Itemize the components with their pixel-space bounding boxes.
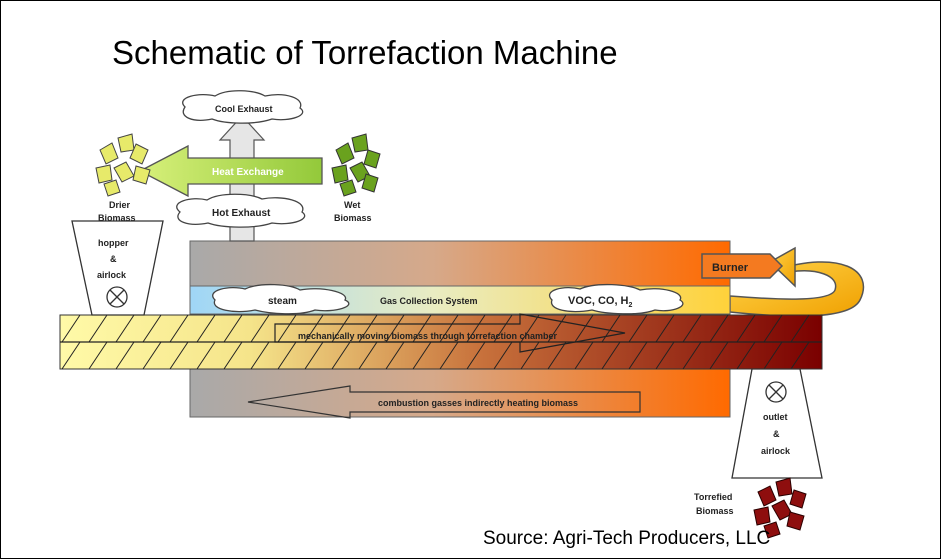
screw-flight-line: [466, 341, 486, 370]
gas-collection-label: Gas Collection System: [380, 296, 478, 306]
screw-flight-line: [628, 341, 648, 370]
combustion-arrow: combustion gasses indirectly heating bio…: [247, 385, 641, 419]
cool-exhaust-cloud: Cool Exhaust: [182, 90, 304, 124]
drier-biomass-label: Biomass: [98, 213, 136, 223]
screw-flight-line: [439, 314, 459, 343]
screw-flight-line: [601, 314, 621, 343]
outlet-label-3: airlock: [761, 446, 791, 456]
hopper-label-1: hopper: [98, 238, 129, 248]
screw-flight-line: [61, 314, 81, 343]
screw-flight-line: [196, 314, 216, 343]
screw-flight-line: [520, 341, 540, 370]
voc-label: VOC, CO, H2: [568, 295, 633, 309]
screw-flight-line: [547, 314, 567, 343]
screw-flight-line: [250, 314, 270, 343]
screw-flight-line: [358, 341, 378, 370]
burner-box: [701, 253, 784, 279]
screw-flight-line: [169, 341, 189, 370]
outlet-label-1: outlet: [763, 412, 788, 422]
torrefied-biomass-label: Biomass: [696, 506, 734, 516]
screw-flight-line: [763, 314, 783, 343]
outlet-label-2: &: [773, 429, 780, 439]
screw-flight-line: [466, 314, 486, 343]
moving-biomass-arrow: mechanically moving biomass through torr…: [274, 313, 626, 353]
wet-label: Wet: [344, 200, 360, 210]
torrefied-label: Torrefied: [694, 492, 732, 502]
moving-biomass-label: mechanically moving biomass through torr…: [298, 331, 558, 341]
screw-flight-line: [439, 341, 459, 370]
screw-flight-line: [331, 314, 351, 343]
steam-label: steam: [268, 296, 297, 307]
wet-biomass-label: Biomass: [334, 213, 372, 223]
cool-exhaust-label: Cool Exhaust: [215, 104, 273, 114]
screw-flight-line: [304, 341, 324, 370]
screw-flight-line: [736, 314, 756, 343]
screw-flight-line: [196, 341, 216, 370]
screw-flight-line: [574, 314, 594, 343]
wet-biomass-icon: [331, 133, 381, 197]
screw-flight-line: [547, 341, 567, 370]
hot-exhaust-cloud: Hot Exhaust: [176, 193, 306, 228]
screw-flight-line: [169, 314, 189, 343]
source-credit: Source: Agri-Tech Producers, LLC: [483, 528, 771, 549]
screw-flight-line: [277, 314, 297, 343]
screw-flight-line: [250, 341, 270, 370]
screw-flight-line: [61, 341, 81, 370]
screw-flight-line: [358, 314, 378, 343]
hopper: hopper & airlock: [71, 220, 164, 316]
screw-flight-line: [223, 314, 243, 343]
screw-flight-line: [574, 341, 594, 370]
drier-biomass-icon: [95, 133, 151, 197]
screw-flight-line: [709, 314, 729, 343]
screw-flight-line: [790, 314, 810, 343]
screw-flight-line: [88, 314, 108, 343]
voc-cloud: VOC, CO, H2: [549, 283, 684, 315]
screw-flight-line: [277, 341, 297, 370]
screw-flight-line: [601, 341, 621, 370]
screw-flight-line: [304, 314, 324, 343]
heat-exchange-label: Heat Exchange: [212, 167, 284, 178]
screw-flight-line: [736, 341, 756, 370]
screw-flight-line: [682, 341, 702, 370]
hopper-label-3: airlock: [97, 270, 127, 280]
screw-flight-line: [223, 341, 243, 370]
screw-flight-line: [763, 341, 783, 370]
screw-flight-line: [655, 341, 675, 370]
screw-flight-line: [385, 314, 405, 343]
screw-flight-line: [520, 314, 540, 343]
screw-flight-line: [412, 314, 432, 343]
screw-flight-line: [493, 314, 513, 343]
screw-flight-line: [115, 314, 135, 343]
screw-flight-line: [142, 341, 162, 370]
slide-title: Schematic of Torrefaction Machine: [112, 34, 618, 71]
outlet: outlet & airlock: [731, 368, 823, 479]
hot-exhaust-label: Hot Exhaust: [212, 208, 271, 219]
screw-flight-line: [385, 341, 405, 370]
screw-flight-line: [709, 341, 729, 370]
screw-flight-line: [115, 341, 135, 370]
hopper-label-2: &: [110, 254, 117, 264]
heat-exchange-arrow: Heat Exchange: [138, 144, 323, 198]
combustion-label: combustion gasses indirectly heating bio…: [378, 398, 578, 408]
screw-flight-line: [628, 314, 648, 343]
screw-flight-line: [682, 314, 702, 343]
screw-flight-line: [493, 341, 513, 370]
screw-flights: [61, 314, 810, 370]
screw-flight-line: [655, 314, 675, 343]
torrefied-biomass-icon: [753, 477, 807, 539]
screw-flight-line: [331, 341, 351, 370]
steam-cloud: steam: [212, 283, 350, 315]
screw-flight-line: [790, 341, 810, 370]
screw-flight-line: [88, 341, 108, 370]
burner-label: Burner: [712, 262, 749, 274]
screw-flight-line: [412, 341, 432, 370]
screw-flight-line: [142, 314, 162, 343]
drier-label: Drier: [109, 200, 131, 210]
